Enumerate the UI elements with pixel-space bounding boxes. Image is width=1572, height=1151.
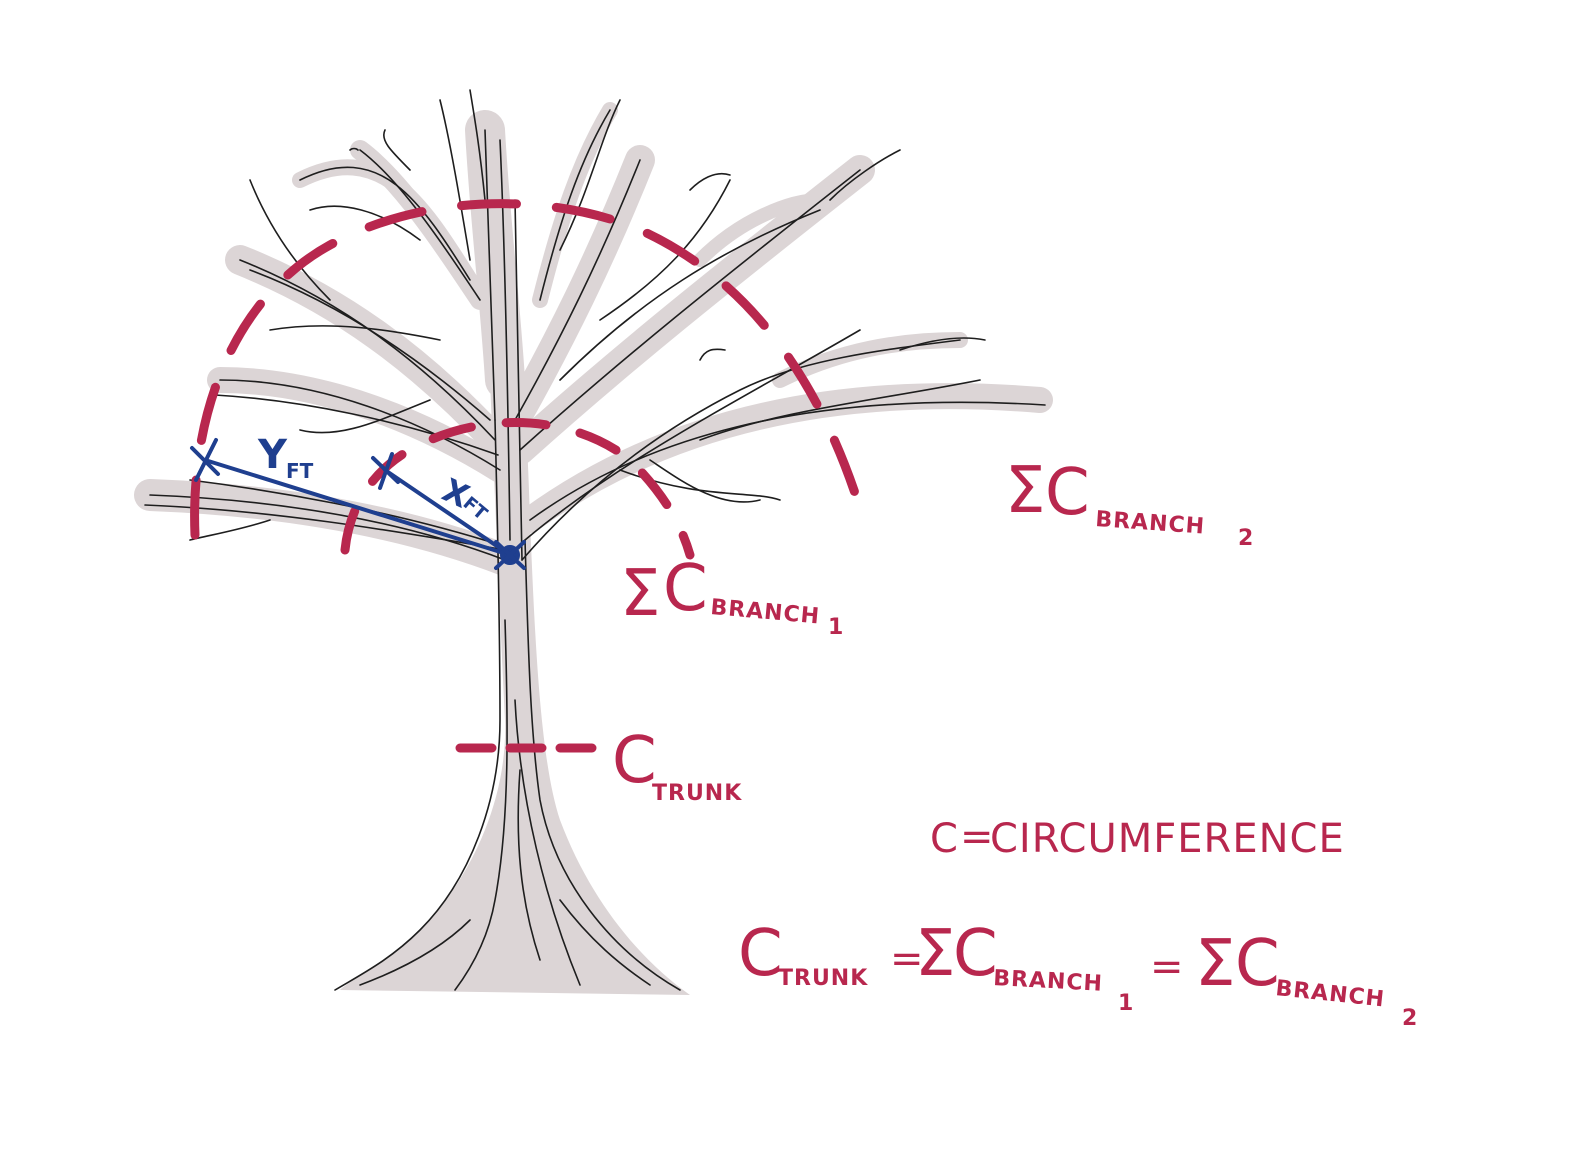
y-unit-label: FT — [286, 459, 314, 483]
svg-text:CIRCUMFERENCE: CIRCUMFERENCE — [990, 816, 1345, 862]
svg-text:Σ: Σ — [1195, 927, 1236, 1001]
outer-dashed-arc — [190, 199, 870, 540]
branch-length-measurement — [190, 438, 526, 570]
tree-outline — [144, 89, 1046, 991]
svg-text:1: 1 — [1118, 991, 1134, 1016]
svg-text:BRANCH: BRANCH — [993, 966, 1104, 997]
y-label: Y — [257, 432, 288, 478]
sum-c-branch2-label: Σ C BRANCH 2 — [1005, 454, 1254, 551]
svg-text:1: 1 — [828, 615, 844, 640]
y-measure-line — [203, 458, 512, 557]
y-start-tick — [190, 438, 220, 482]
svg-text:C: C — [663, 552, 709, 626]
svg-text:BRANCH: BRANCH — [709, 595, 820, 629]
svg-text:2: 2 — [1402, 1006, 1418, 1031]
inner-dashed-arc — [340, 418, 695, 560]
circumference-markings — [190, 199, 870, 753]
svg-text:Σ: Σ — [620, 557, 661, 631]
sum-c-branch1-label: Σ C BRANCH 1 — [620, 552, 844, 640]
svg-text:C: C — [953, 917, 999, 991]
svg-text:=: = — [1150, 944, 1185, 990]
svg-text:C: C — [1235, 927, 1281, 1001]
svg-text:=: = — [960, 814, 995, 860]
svg-text:Σ: Σ — [915, 917, 956, 991]
svg-text:C: C — [612, 724, 658, 798]
svg-text:2: 2 — [1238, 526, 1254, 551]
svg-text:BRANCH: BRANCH — [1274, 976, 1386, 1012]
svg-text:TRUNK: TRUNK — [652, 781, 742, 806]
svg-text:C: C — [930, 816, 959, 862]
svg-text:BRANCH: BRANCH — [1095, 507, 1206, 540]
x-start-tick — [371, 452, 400, 490]
svg-text:=: = — [890, 936, 925, 982]
svg-text:Σ: Σ — [1005, 454, 1046, 528]
svg-text:C: C — [1045, 456, 1091, 530]
x-measure-line — [383, 468, 512, 557]
svg-text:TRUNK: TRUNK — [778, 966, 868, 991]
svg-text:C: C — [738, 917, 784, 991]
definition-line: C = CIRCUMFERENCE — [930, 814, 1345, 862]
equation-line: C TRUNK = Σ C BRANCH 1 = Σ C BRANCH 2 — [738, 917, 1418, 1031]
c-trunk-label: C TRUNK — [612, 724, 742, 806]
